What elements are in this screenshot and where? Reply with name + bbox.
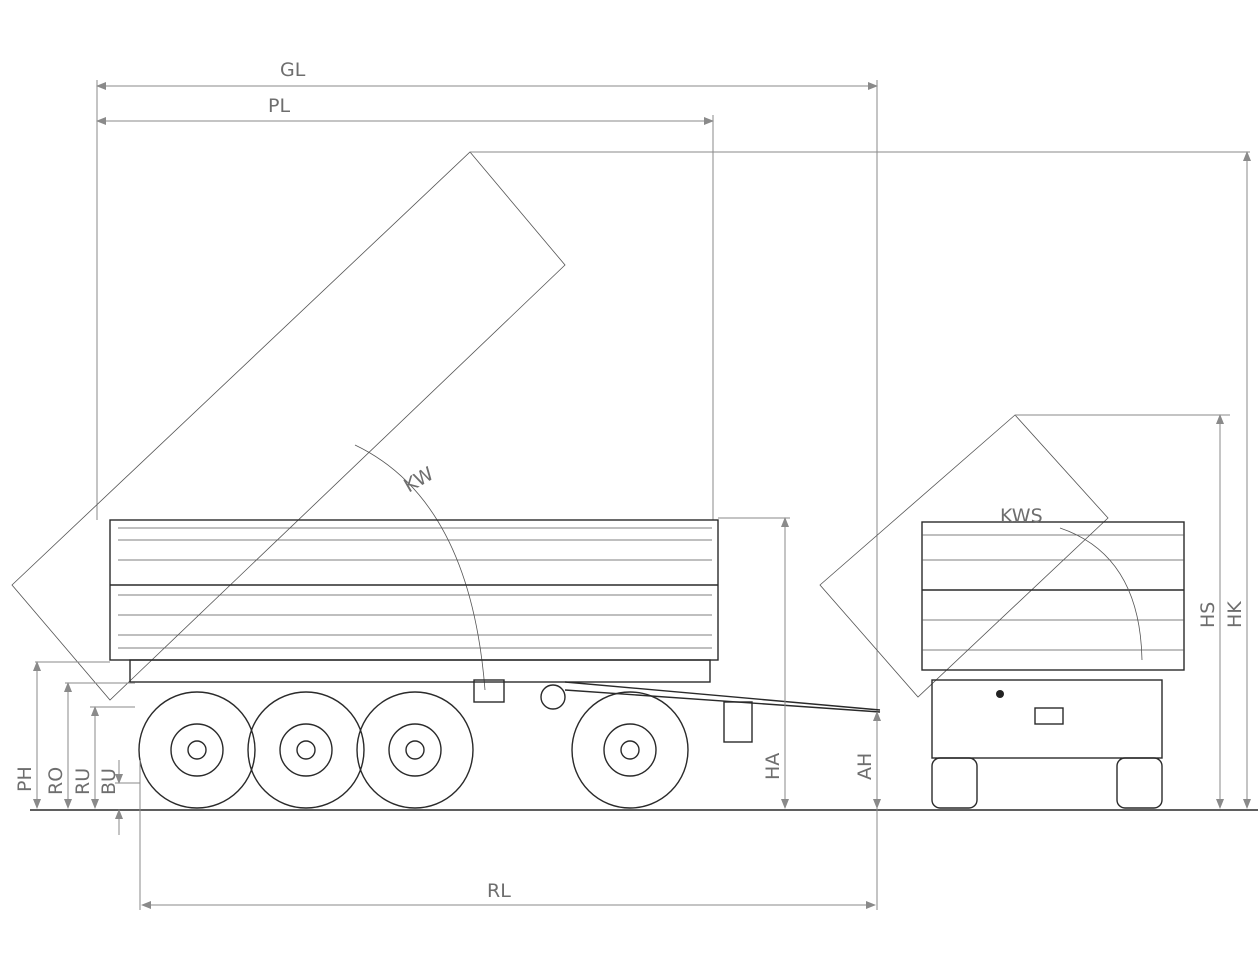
label-ph: PH	[14, 766, 36, 792]
label-pl: PL	[268, 95, 290, 117]
label-hs: HS	[1197, 602, 1219, 628]
dimension-ph: PH	[14, 661, 110, 809]
dimension-bu: BU	[98, 760, 140, 835]
dimension-ah: AH	[854, 711, 881, 809]
dimension-ha: HA	[718, 517, 790, 809]
rear-view: KWS	[819, 414, 1185, 809]
label-ha: HA	[762, 753, 784, 780]
label-kw: KW	[400, 463, 438, 497]
label-ru: RU	[72, 768, 94, 795]
dimension-pl: PL	[96, 95, 714, 520]
label-ah: AH	[854, 753, 876, 780]
wheel	[138, 691, 256, 809]
wheel	[571, 691, 689, 809]
dimension-hk: HK	[1224, 151, 1251, 809]
label-hk: HK	[1224, 601, 1246, 628]
label-rl: RL	[487, 880, 511, 902]
label-bu: BU	[98, 768, 120, 795]
label-ro: RO	[45, 767, 67, 795]
tipped-body-outline	[11, 151, 1250, 701]
label-gl: GL	[280, 59, 306, 81]
dimension-rl: RL	[139, 760, 876, 910]
dimension-ro: RO	[45, 682, 135, 809]
wheel	[247, 691, 365, 809]
wheel	[356, 691, 474, 809]
trailer-body-side	[109, 519, 881, 743]
dimension-gl: GL	[96, 59, 878, 910]
label-kws: KWS	[1000, 505, 1043, 527]
dimension-hs: HS	[1015, 414, 1230, 809]
dimension-ru: RU	[72, 706, 135, 809]
angle-kw: KW	[354, 444, 486, 691]
wheels	[138, 691, 689, 809]
